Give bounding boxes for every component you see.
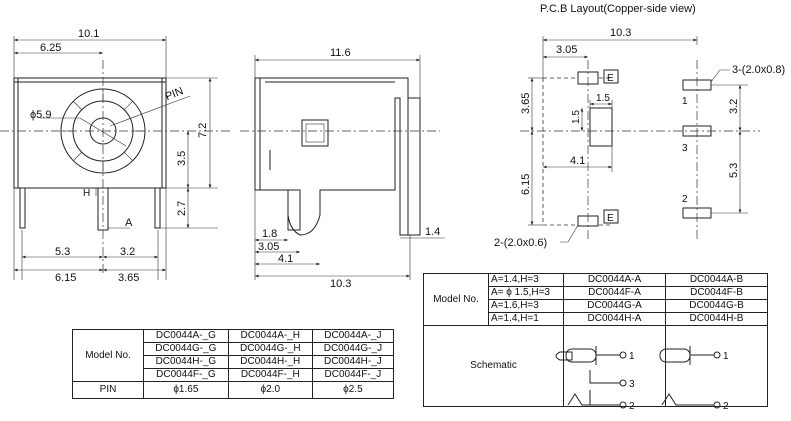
front-view-body <box>13 77 167 189</box>
slot-bottom-label: 2-(2.0x0.6) <box>494 237 547 249</box>
dim-3-2: 3.2 <box>120 246 135 258</box>
label-e-bottom: E <box>607 213 614 224</box>
h-label: H <box>83 188 90 199</box>
model-cell: DC0044G-_J <box>311 342 395 356</box>
pcb-pin-3: 3 <box>682 143 688 154</box>
model-cell: DC0044F-_J <box>311 368 395 382</box>
dim-5-3: 5.3 <box>55 246 70 258</box>
model-cell: DC0044G-_G <box>143 342 229 356</box>
pcb-dim-3-65: 3.65 <box>520 93 532 114</box>
dim-1-8: 1.8 <box>262 228 277 240</box>
center-pad <box>589 107 613 147</box>
dim-1-4: 1.4 <box>425 226 440 238</box>
pcb-dim-3-2: 3.2 <box>728 99 740 114</box>
slot-top-label: 3-(2.0x0.8) <box>732 64 785 76</box>
pcb-dim-10-3: 10.3 <box>610 27 631 39</box>
pin-label-cell: PIN <box>72 381 144 399</box>
model-cell: DC0044A-_J <box>311 329 395 343</box>
model-cell: DC0044H-_J <box>311 355 395 369</box>
pcb-dim-6-15: 6.15 <box>520 174 532 195</box>
pcb-pin-1: 1 <box>682 96 688 107</box>
schematic-cell-a <box>563 325 666 407</box>
model-cell: DC0044F-_H <box>227 368 313 382</box>
model-cell: DC0044G-_H <box>227 342 313 356</box>
pcb-title: P.C.B Layout(Copper-side view) <box>540 3 696 15</box>
pin-size-cell: ϕ2.0 <box>227 381 313 399</box>
model-cell: DC0044H-_G <box>143 355 229 369</box>
pcb-dim-5-3: 5.3 <box>728 163 740 178</box>
model-table-right: Model No. A=1.4,H=3 DC0044A-A DC0044A-B … <box>423 273 768 407</box>
dim-10-1: 10.1 <box>78 28 99 40</box>
pin-size-cell: ϕ1.65 <box>143 381 229 399</box>
schematic-b-pin-2: 2 <box>723 401 729 412</box>
side-view-window <box>301 119 329 147</box>
pin-label: PIN <box>164 85 186 103</box>
label-e-top: E <box>607 73 614 84</box>
model-cell: DC0044H-_H <box>227 355 313 369</box>
model-cell: DC0044A-_H <box>227 329 313 343</box>
dim-10-3: 10.3 <box>330 278 351 290</box>
pcb-dim-1-5-vertical: 1.5 <box>571 110 582 124</box>
model-cell: DC0044H-B <box>665 312 768 326</box>
dim-7-2: 7.2 <box>197 123 209 138</box>
a-label: A <box>125 217 133 229</box>
pcb-pin-2: 2 <box>682 194 688 205</box>
model-table-left: Model No. DC0044A-_G DC0044A-_H DC0044A-… <box>72 329 395 399</box>
cond-cell: A=1.4,H=1 <box>488 312 564 326</box>
cond-cell: A=1.4,H=3 <box>488 273 564 287</box>
dim-6-25: 6.25 <box>40 42 61 54</box>
dim-4-1: 4.1 <box>278 253 293 265</box>
dim-11-6: 11.6 <box>330 47 351 59</box>
cond-cell: A= ϕ 1.5,H=3 <box>488 286 564 300</box>
schematic-label: Schematic <box>423 325 564 407</box>
pin-size-cell: ϕ2.5 <box>311 381 395 399</box>
pcb-layout: P.C.B Layout(Copper-side view) E E 1 3 2… <box>494 3 785 249</box>
dim-3-05: 3.05 <box>258 241 279 253</box>
front-view: ϕ5.9 PIN H A 10.1 6.25 7.2 3.5 2.7 <box>0 28 230 284</box>
model-cell: DC0044G-B <box>665 299 768 313</box>
model-cell: DC0044H-A <box>563 312 666 326</box>
pcb-dim-3-05: 3.05 <box>556 44 577 56</box>
schematic-cell-b <box>665 325 768 407</box>
model-no-label-left: Model No. <box>72 329 144 382</box>
phi-dimension: ϕ5.9 <box>30 109 51 121</box>
model-cell: DC0044A-_G <box>143 329 229 343</box>
model-cell: DC0044F-_G <box>143 368 229 382</box>
schematic-a-pin-2: 2 <box>629 401 635 412</box>
model-cell: DC0044A-B <box>665 273 768 287</box>
cond-cell: A=1.6,H=3 <box>488 299 564 313</box>
side-view-body <box>254 77 421 236</box>
model-no-label-right: Model No. <box>423 273 489 326</box>
pcb-dim-4-1: 4.1 <box>570 155 585 167</box>
pcb-dim-1-5-horizontal: 1.5 <box>596 93 610 104</box>
dim-3-5: 3.5 <box>176 151 188 166</box>
dim-2-7: 2.7 <box>176 201 188 216</box>
model-cell: DC0044A-A <box>563 273 666 287</box>
model-cell: DC0044F-A <box>563 286 666 300</box>
dim-6-15: 6.15 <box>55 272 76 284</box>
dim-3-65: 3.65 <box>118 272 139 284</box>
model-cell: DC0044G-A <box>563 299 666 313</box>
side-view: 11.6 1.8 3.05 4.1 10.3 1.4 <box>240 47 445 290</box>
model-cell: DC0044F-B <box>665 286 768 300</box>
